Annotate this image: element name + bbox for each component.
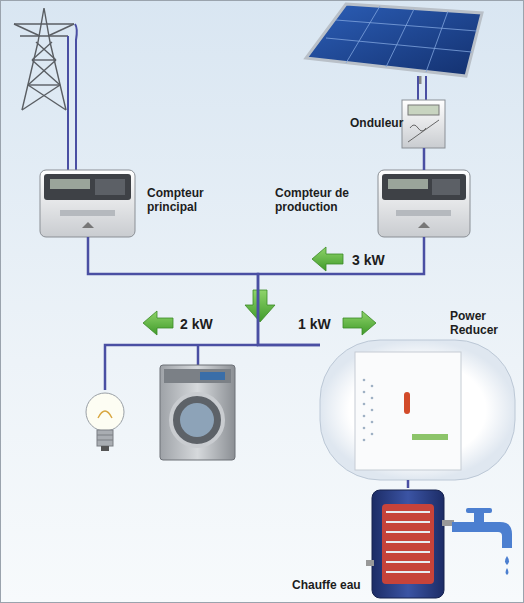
lamp <box>86 393 124 451</box>
production-meter <box>378 170 470 237</box>
power-label: 3 kW <box>352 252 385 268</box>
water-heater <box>366 490 454 598</box>
panel-wire <box>418 76 426 100</box>
wire-connector <box>423 148 426 170</box>
inverter <box>402 100 445 148</box>
power-label: 2 kW <box>180 316 213 332</box>
node-box: Onduleur <box>350 100 448 148</box>
node-box: Chauffe eau <box>290 488 450 602</box>
grid-wire <box>68 24 77 170</box>
node-label: Chauffe eau <box>292 578 372 592</box>
node-box: Compteur de production <box>270 170 470 237</box>
node-label: Compteur de production <box>275 186 375 214</box>
node-box: Compteur principal <box>40 170 210 237</box>
washing-machine <box>160 365 235 460</box>
power-reducer <box>320 340 515 480</box>
node-label: Compteur principal <box>147 186 213 214</box>
power-flow-arrow <box>143 247 376 335</box>
wire-connector <box>258 237 424 345</box>
node-label: Power Reducer <box>450 309 516 337</box>
pylon <box>14 8 74 110</box>
wire-connector <box>88 237 320 345</box>
solar-panel <box>306 4 482 84</box>
power-label: 1 kW <box>298 316 331 332</box>
wire-connector <box>407 480 410 488</box>
node-label: Onduleur <box>350 116 410 130</box>
node-box: Power Reducer <box>320 340 515 480</box>
main-meter <box>40 170 135 237</box>
tap <box>452 508 512 575</box>
